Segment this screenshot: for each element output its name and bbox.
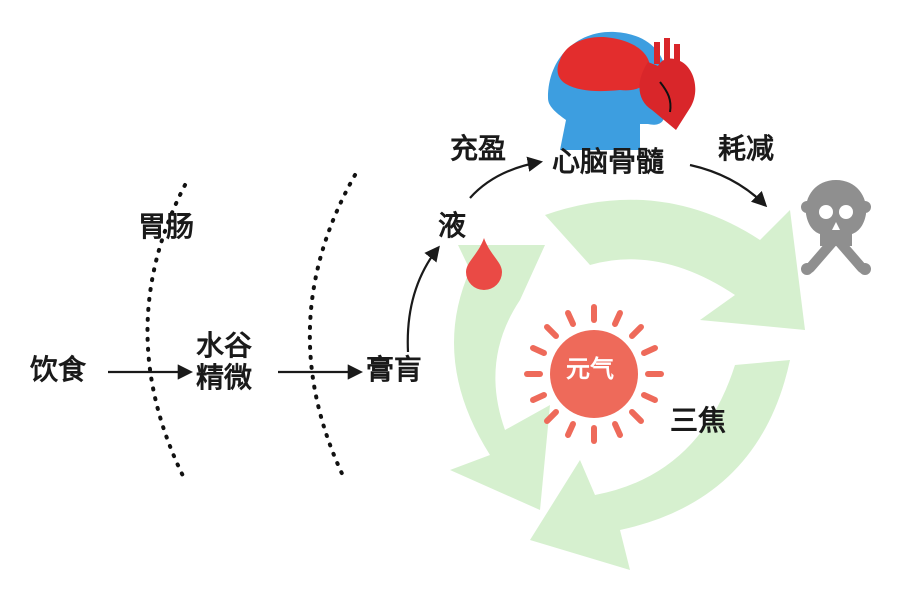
head-brain-icon [548, 31, 676, 150]
blood-drop-icon [466, 238, 502, 290]
label-organs: 心脑骨髓 [552, 145, 665, 178]
label-gaohuang: 膏肓 [366, 353, 423, 386]
cycle-arrow-left [450, 245, 550, 510]
label-diet: 饮食 [30, 353, 87, 386]
label-yuanqi: 元气 [566, 355, 614, 383]
label-essence-line2: 精微 [196, 361, 253, 395]
cycle-arrows [450, 199, 805, 570]
arrow-organs-to-death [689, 163, 768, 208]
skull-crossbones-icon [801, 180, 871, 275]
label-triple-burner: 三焦 [670, 404, 727, 437]
label-consume: 耗减 [718, 132, 775, 165]
cycle-arrow-top [545, 199, 805, 330]
heart-icon [639, 38, 696, 130]
label-essence: 水谷 精微 [196, 329, 253, 395]
barrier-second [307, 173, 357, 482]
barrier-stomach-intestine [145, 183, 187, 482]
cycle-arrow-bottom [530, 360, 790, 570]
label-essence-line1: 水谷 [196, 329, 253, 362]
label-stomach-intestine: 胃肠 [138, 210, 195, 243]
arrow-fluid-to-organs [469, 156, 544, 199]
label-fill: 充盈 [450, 132, 507, 165]
label-fluid: 液 [438, 209, 467, 242]
sun-icon [524, 304, 664, 444]
arrow-gaohuang-to-fluid [406, 245, 440, 353]
